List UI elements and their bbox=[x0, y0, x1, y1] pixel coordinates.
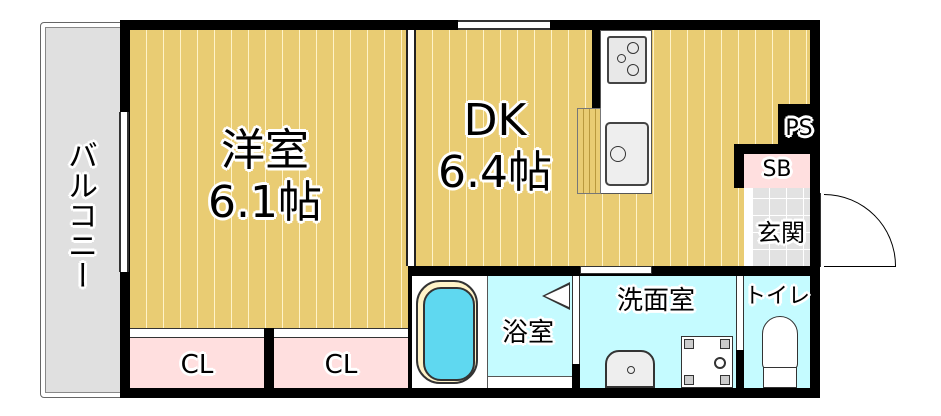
toilet-door[interactable] bbox=[736, 276, 744, 350]
closet-1-label: CL bbox=[180, 350, 214, 380]
closet-door-2[interactable] bbox=[274, 328, 408, 338]
wash-basin-icon bbox=[605, 350, 655, 388]
entrance-door[interactable] bbox=[820, 193, 824, 267]
toilet-icon bbox=[762, 316, 798, 370]
entrance bbox=[744, 188, 810, 266]
western-room bbox=[130, 30, 408, 328]
shoe-box bbox=[744, 154, 810, 188]
washroom-door[interactable] bbox=[580, 266, 652, 274]
closet-door-1[interactable] bbox=[130, 328, 264, 338]
door-swing-base bbox=[824, 266, 896, 267]
closet-2-label: CL bbox=[324, 350, 358, 380]
washing-machine-icon bbox=[681, 336, 733, 388]
balcony bbox=[40, 22, 126, 398]
bath-mirror-fill bbox=[545, 285, 569, 307]
closet-2 bbox=[274, 338, 408, 388]
washroom-label: 洗面室 bbox=[616, 286, 695, 316]
bathroom-label: 浴室 bbox=[501, 318, 554, 348]
gas-stove-icon bbox=[607, 36, 647, 84]
kitchen-wall-stub bbox=[592, 30, 600, 110]
shoe-box-label: SB bbox=[762, 157, 792, 182]
closet-1 bbox=[130, 338, 264, 388]
kitchen-mat bbox=[577, 108, 601, 194]
western-room-size: 6.1帖 bbox=[208, 177, 322, 228]
sliding-door-partition bbox=[406, 30, 416, 266]
toilet-label: トイレ bbox=[743, 284, 810, 309]
pipe-space bbox=[778, 104, 820, 146]
balcony-label: バルコニー bbox=[62, 140, 97, 290]
kitchen-sink-icon bbox=[605, 122, 649, 186]
western-room-name: 洋室 bbox=[221, 125, 309, 176]
dk-name: DK bbox=[463, 95, 527, 146]
door-swing-arc bbox=[824, 194, 896, 266]
bathtub-icon bbox=[416, 280, 478, 384]
toilet-tank bbox=[763, 367, 797, 388]
dk-window bbox=[458, 20, 550, 30]
entrance-label: 玄関 bbox=[757, 219, 805, 247]
balcony-window bbox=[119, 112, 129, 272]
dk-size: 6.4帖 bbox=[438, 147, 552, 198]
pipe-space-label: PS bbox=[785, 116, 813, 141]
bathroom-door[interactable] bbox=[572, 276, 580, 364]
bath-vanity bbox=[488, 376, 572, 388]
